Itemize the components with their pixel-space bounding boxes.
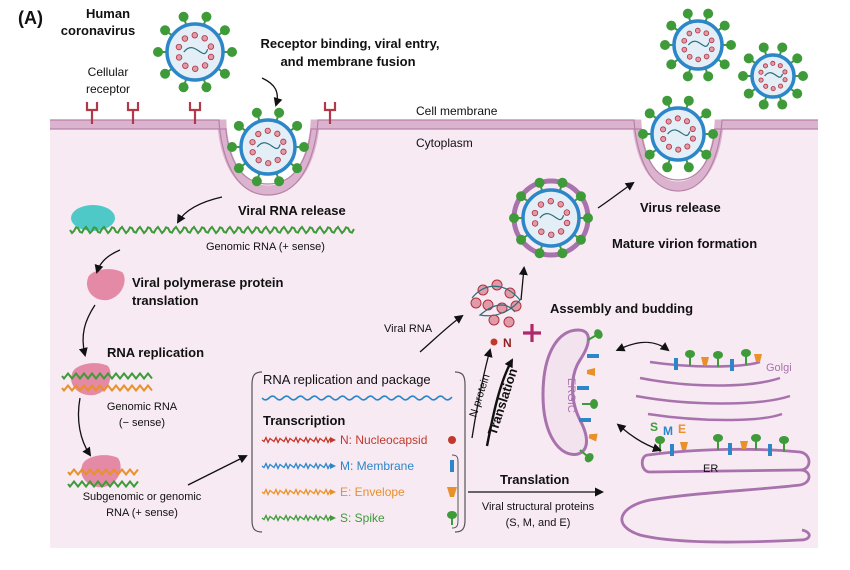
transcript-arrowhead xyxy=(330,489,336,495)
spike-icon xyxy=(447,511,457,519)
receptor-4 xyxy=(323,102,337,124)
subgenomic-polymerase xyxy=(81,455,121,488)
rna-replication-box: RNA replication and package Transcriptio… xyxy=(251,371,466,533)
replication-rna-orange xyxy=(61,383,153,393)
replication-rna-green xyxy=(61,371,153,381)
receptor-3 xyxy=(188,102,202,124)
golgi-organelle xyxy=(635,360,791,422)
box-package-rna xyxy=(261,395,453,401)
ergic-label: ERGIC xyxy=(565,378,577,413)
transcription-label: Transcription xyxy=(263,413,345,428)
polymerase-translation-label-1: Viral polymerase protein xyxy=(132,275,284,290)
ergic-proteins xyxy=(577,329,603,463)
ribosome-teal xyxy=(71,205,115,231)
subgenomic-label-2: RNA (+ sense) xyxy=(106,507,178,519)
transcription-item: M: Membrane xyxy=(261,459,454,473)
transcript-label: E: Envelope xyxy=(340,485,405,499)
virion xyxy=(509,177,593,259)
transcription-item: E: Envelope xyxy=(261,485,457,499)
transcript-rna xyxy=(261,514,331,522)
transcript-rna xyxy=(261,436,331,444)
cytoplasm-label: Cytoplasm xyxy=(416,136,473,150)
polymerase-translation-label-2: translation xyxy=(132,293,199,308)
receptor-binding-label-2: and membrane fusion xyxy=(280,54,415,69)
transcript-label: M: Membrane xyxy=(340,459,414,473)
transcript-arrowhead xyxy=(330,463,336,469)
subgenomic-rna-orange xyxy=(67,467,139,477)
receptor-binding-label-1: Receptor binding, viral entry, xyxy=(261,36,440,51)
n-label: N xyxy=(503,336,512,350)
receptor-group xyxy=(85,102,337,124)
polymerase-protein xyxy=(86,269,125,301)
box-title: RNA replication and package xyxy=(263,372,431,387)
golgi-label: Golgi xyxy=(766,362,792,374)
er-label: ER xyxy=(703,463,718,475)
sme-m-label: M xyxy=(663,424,673,438)
n-protein-dot xyxy=(490,338,498,346)
virion xyxy=(153,11,237,93)
membrane-icon xyxy=(450,460,454,472)
nucleocapsid-icon xyxy=(448,436,456,444)
human-coronavirus-label-2: coronavirus xyxy=(61,23,135,38)
receptor-2 xyxy=(126,102,140,124)
virion xyxy=(738,42,808,110)
nucleocapsid-complex xyxy=(470,279,522,328)
plus-sign xyxy=(523,324,541,342)
cell-membrane-label: Cell membrane xyxy=(416,104,498,118)
virion xyxy=(227,107,309,187)
cellular-receptor-label-2: receptor xyxy=(86,82,130,96)
viral-structural-label-2: (S, M, and E) xyxy=(506,517,571,529)
transcription-item: N: Nucleocapsid xyxy=(261,433,456,447)
virion xyxy=(638,95,718,173)
human-coronavirus-label-1: Human xyxy=(86,6,130,21)
assembly-budding-label: Assembly and budding xyxy=(550,301,693,316)
golgi-proteins xyxy=(674,349,762,371)
ergic-organelle xyxy=(541,328,590,456)
rna-replication-label: RNA replication xyxy=(107,345,204,360)
transcription-item: S: Spike xyxy=(261,511,457,525)
transcript-rna xyxy=(261,488,331,496)
genomic-rna-plus-label: Genomic RNA (+ sense) xyxy=(206,241,325,253)
transcript-label: N: Nucleocapsid xyxy=(340,433,427,447)
sme-e-label: E xyxy=(678,422,686,436)
transcript-arrowhead xyxy=(330,515,336,521)
cellular-receptor-label-1: Cellular xyxy=(88,65,129,79)
virus-release-label: Virus release xyxy=(640,200,721,215)
virion xyxy=(660,8,736,82)
viral-structural-label-1: Viral structural proteins xyxy=(482,501,595,513)
transcript-rna xyxy=(261,462,331,470)
viral-rna-label: Viral RNA xyxy=(384,323,433,335)
sme-s-label: S xyxy=(650,420,658,434)
subgenomic-label-1: Subgenomic or genomic xyxy=(83,491,202,503)
subgenomic-rna-green xyxy=(67,479,139,489)
translation-bottom-label: Translation xyxy=(500,472,569,487)
transcription-items: N: Nucleocapsid M: Membrane E: Envelope S: … xyxy=(261,433,457,525)
panel-label: (A) xyxy=(18,8,43,28)
transcript-label: S: Spike xyxy=(340,511,385,525)
mature-virion-label: Mature virion formation xyxy=(612,236,757,251)
viral-rna-release-label: Viral RNA release xyxy=(238,203,346,218)
genomic-rna-plus-strand xyxy=(69,225,355,235)
genomic-rna-minus-label-2: (− sense) xyxy=(119,417,165,429)
virions xyxy=(153,8,808,259)
cytoplasm xyxy=(50,128,818,548)
genomic-rna-minus-label-1: Genomic RNA xyxy=(107,401,178,413)
envelope-icon xyxy=(447,487,457,497)
receptor-1 xyxy=(85,102,99,124)
transcript-arrowhead xyxy=(330,437,336,443)
